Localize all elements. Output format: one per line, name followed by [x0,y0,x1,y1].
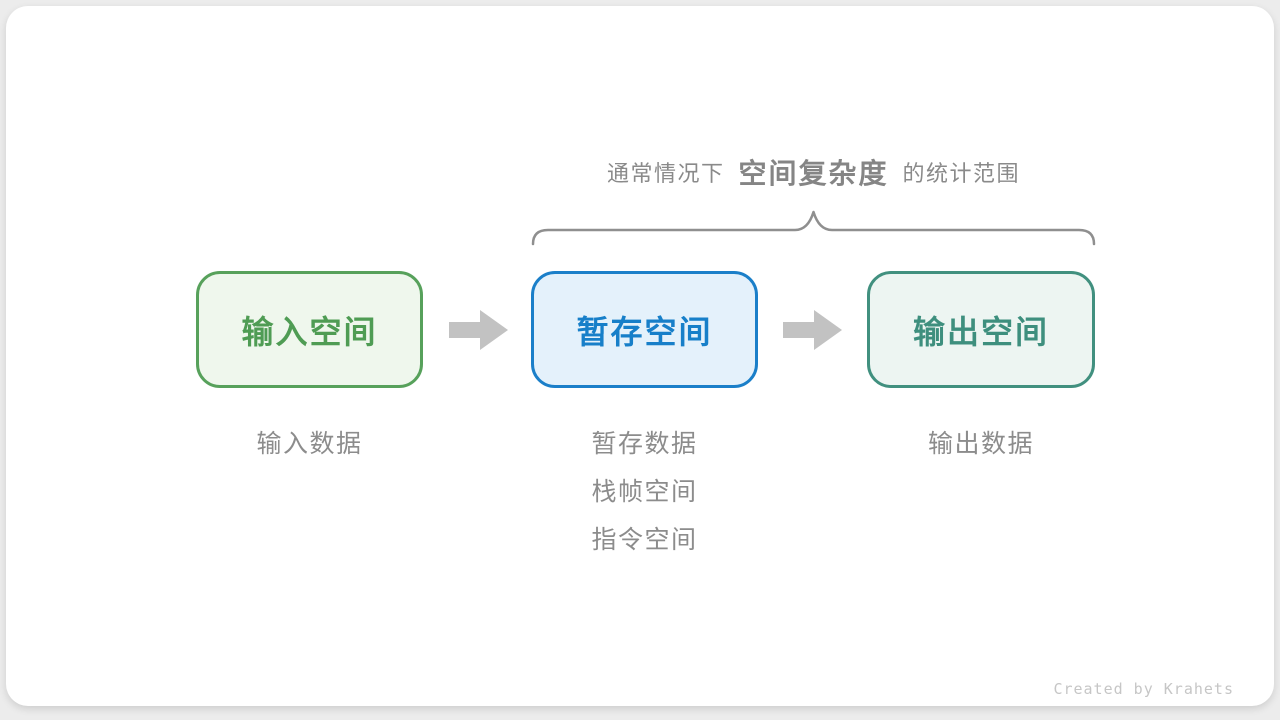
caption-line: 输入数据 [256,430,363,458]
caption-line: 暂存数据 [591,430,698,458]
annotation-highlight: 空间复杂度 [738,158,889,189]
arrow-right-icon [783,310,842,350]
caption-line: 指令空间 [591,526,698,554]
caption-output-space: 输出数据 [867,420,1095,468]
box-input-space-label: 输入空间 [241,313,378,350]
arrow-right-shape [783,310,842,350]
box-output-space-label: 输出空间 [912,313,1049,350]
caption-input-space: 输入数据 [196,420,423,468]
annotation-prefix: 通常情况下 [606,161,725,186]
brace-path [531,210,1096,246]
brace-icon [531,210,1096,246]
diagram-card: 通常情况下 空间复杂度 的统计范围 输入空间 暂存空间 输出空间 [6,6,1274,706]
caption-line: 输出数据 [927,430,1034,458]
arrow-right-icon [449,310,508,350]
caption-line: 栈帧空间 [591,478,698,506]
caption-temp-space: 暂存数据 栈帧空间 指令空间 [531,420,758,564]
annotation-title: 通常情况下 空间复杂度 的统计范围 [531,150,1096,194]
box-temp-space-label: 暂存空间 [576,313,713,350]
box-input-space: 输入空间 [196,271,423,388]
arrow-right-shape [449,310,508,350]
credit-text: Created by Krahets [1053,680,1234,698]
annotation-suffix: 的统计范围 [902,161,1021,186]
box-temp-space: 暂存空间 [531,271,758,388]
box-output-space: 输出空间 [867,271,1095,388]
